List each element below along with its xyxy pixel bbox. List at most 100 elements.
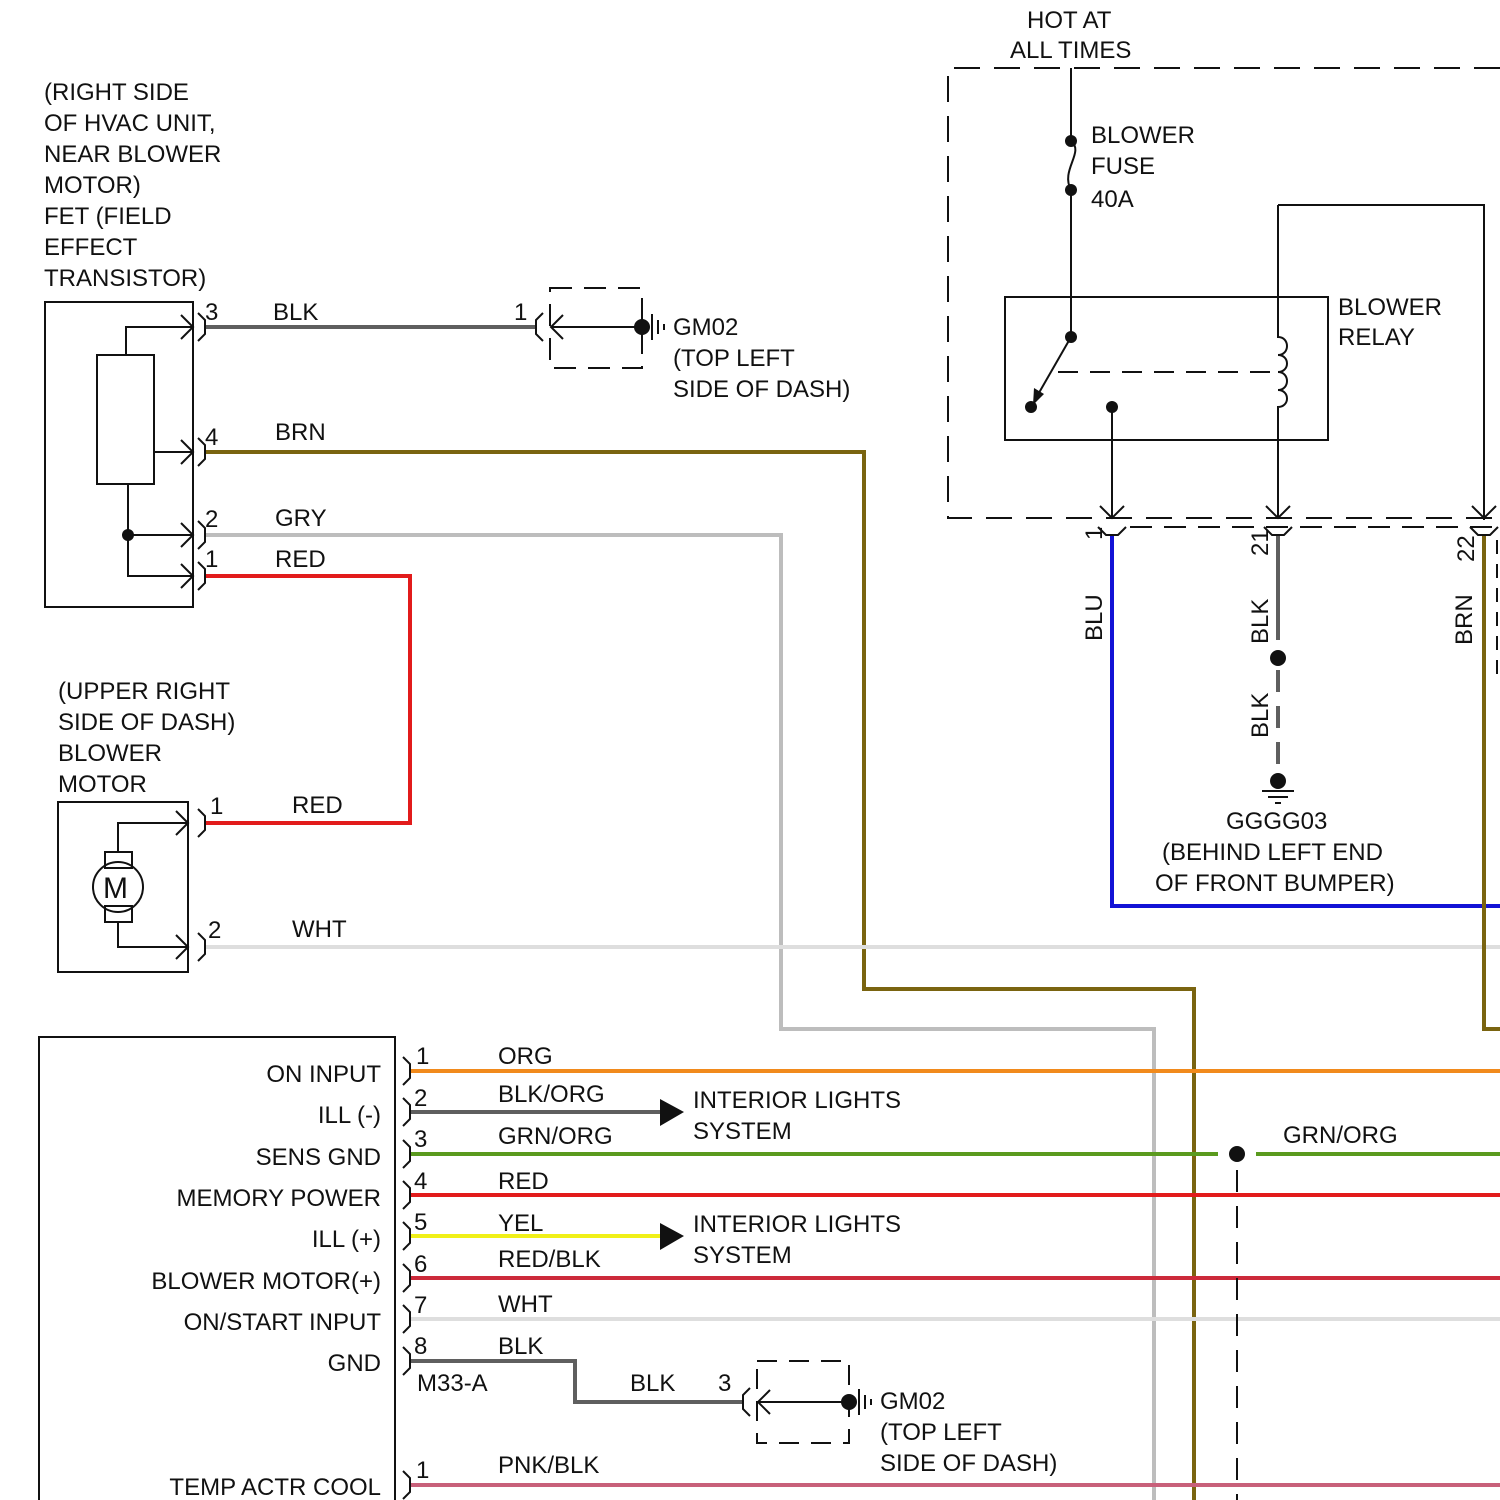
module-label-memory-power: MEMORY POWER (177, 1185, 381, 1212)
fet-pin-2: 2 (205, 506, 218, 533)
motor-internal-wiring (118, 823, 188, 947)
interior-lights-arrow-2-icon (660, 1223, 684, 1250)
splice-wire-label: GRN/ORG (1283, 1122, 1398, 1149)
fet-pin-1: 1 (205, 546, 218, 573)
module-pin-labels: ON INPUT ILL (-) SENS GND MEMORY POWER I… (151, 1061, 381, 1500)
module-wire-label-yel: YEL (498, 1210, 543, 1237)
motor-location-line-3: MOTOR (58, 771, 147, 798)
module-wire-label-blk-org: BLK/ORG (498, 1081, 605, 1108)
fuse-box-dashed-outline (948, 68, 1500, 518)
wire-fet-red[interactable] (205, 576, 410, 823)
relay-label-1: RELAY (1338, 324, 1415, 351)
relay-coil-icon (1278, 205, 1484, 520)
module-pin-2: 2 (414, 1085, 427, 1112)
module-pin-4: 4 (414, 1168, 427, 1195)
motor-pin-arrows (176, 811, 188, 959)
splice-dot (1229, 1146, 1245, 1162)
module-pin-1: 1 (416, 1043, 429, 1070)
relay-pin-22: 22 (1453, 535, 1480, 562)
motor-location-line-1: SIDE OF DASH) (58, 709, 235, 736)
motor-symbol: M (103, 872, 128, 905)
motor-location-line-2: BLOWER (58, 740, 162, 767)
module-pin-8: 8 (414, 1333, 427, 1360)
ground-top-location-0: (TOP LEFT (673, 345, 795, 372)
fet-wire-label-brn: BRN (275, 419, 326, 446)
ground-gm02-bottom[interactable]: BLK 3 GM02 (TOP LEFT SIDE OF DASH) (630, 1361, 1057, 1477)
ground-gm02-top[interactable]: 1 GM02 (TOP LEFT SIDE OF DASH) (514, 288, 850, 403)
fet-location-line-2: NEAR BLOWER (44, 141, 221, 168)
ground-front-name: GGGG03 (1226, 808, 1327, 835)
fuse-label-1: FUSE (1091, 153, 1155, 180)
ground-bottom-symbol-icon (859, 1389, 871, 1415)
ground-top-dot (634, 319, 650, 335)
relay-wire-label-blk: BLK (1247, 599, 1274, 644)
fet-wire-label-red: RED (275, 546, 326, 573)
module-connector-brackets (403, 1057, 410, 1499)
ground-bottom-bracket (743, 1388, 750, 1416)
fet-wire-label-blk: BLK (273, 299, 318, 326)
fet-pin-3: 3 (205, 299, 218, 326)
hot-at-label-1: ALL TIMES (1010, 37, 1131, 64)
ground-symbol-icon (652, 314, 664, 340)
relay-switch-arm (1036, 337, 1071, 398)
ground-front-symbol-icon (1262, 791, 1294, 803)
fet-internal-wiring (126, 327, 193, 576)
fet-component[interactable]: (RIGHT SIDE OF HVAC UNIT, NEAR BLOWER MO… (44, 79, 327, 607)
ground-top-bracket (536, 313, 543, 341)
module-wire-label-blk: BLK (498, 1333, 543, 1360)
module-wire-label-red-blk: RED/BLK (498, 1246, 601, 1273)
module-pin-7: 7 (414, 1292, 427, 1319)
wires (205, 327, 1500, 1500)
fet-location-line-3: MOTOR) (44, 172, 141, 199)
module-wire-label-red: RED (498, 1168, 549, 1195)
motor-wire-label-red: RED (292, 792, 343, 819)
wire-fet-brn[interactable] (205, 452, 1194, 1500)
relay-pin-1: 1 (1081, 527, 1108, 540)
module-pin-1b: 1 (416, 1457, 429, 1484)
ground-top-name: GM02 (673, 314, 738, 341)
wire-relay-brn[interactable] (1484, 535, 1500, 1029)
relay-pin-arrows (1100, 506, 1496, 518)
motor-pin-1: 1 (210, 793, 223, 820)
relay-pin-21: 21 (1247, 529, 1274, 556)
ground-bottom-location-1: SIDE OF DASH) (880, 1450, 1057, 1477)
ground-front-location-0: (BEHIND LEFT END (1162, 839, 1383, 866)
module-pin-6: 6 (414, 1251, 427, 1278)
module-label-on-start-input: ON/START INPUT (184, 1309, 382, 1336)
ground-top-location-1: SIDE OF DASH) (673, 376, 850, 403)
module-label-gnd: GND (328, 1350, 381, 1377)
fet-pin-4: 4 (205, 424, 218, 451)
fet-wire-label-gry: GRY (275, 505, 327, 532)
motor-wire-label-wht: WHT (292, 916, 347, 943)
interior-lights-1-line-1: SYSTEM (693, 1118, 792, 1145)
interior-lights-arrow-1-icon (660, 1099, 684, 1126)
fet-location-line-4: FET (FIELD (44, 203, 172, 230)
ground-gggg03[interactable]: BLK GGGG03 (BEHIND LEFT END OF FRONT BUM… (1155, 650, 1395, 897)
motor-connector-brackets (198, 809, 205, 961)
motor-location-line-0: (UPPER RIGHT (58, 678, 230, 705)
ground-front-splice-dot (1270, 650, 1286, 666)
relay-connector-brackets (1098, 527, 1498, 535)
module-wire-label-pnk-blk: PNK/BLK (498, 1452, 599, 1479)
fet-connector-brackets (198, 313, 205, 590)
module-wire-label-wht: WHT (498, 1291, 553, 1318)
fuse-label-2: 40A (1091, 186, 1134, 213)
module-pin-5: 5 (414, 1209, 427, 1236)
fet-junction-dot (122, 529, 134, 541)
fet-location-line-5: EFFECT (44, 234, 138, 261)
ground-bottom-wire: BLK (630, 1370, 675, 1397)
fet-location-line-0: (RIGHT SIDE (44, 79, 189, 106)
module-label-on-input: ON INPUT (266, 1061, 381, 1088)
fuse-relay-box[interactable]: HOT AT ALL TIMES BLOWER FUSE 40A BLOWER … (948, 7, 1500, 645)
interior-lights-2-line-0: INTERIOR LIGHTS (693, 1211, 901, 1238)
ground-front-wire-lower: BLK (1247, 693, 1274, 738)
fet-body (45, 302, 193, 607)
ground-top-pin: 1 (514, 299, 527, 326)
motor-brush-bottom (105, 906, 132, 922)
relay-wire-label-blu: BLU (1081, 594, 1108, 641)
ground-front-dot (1270, 773, 1286, 789)
interior-lights-1-line-0: INTERIOR LIGHTS (693, 1087, 901, 1114)
relay-label-0: BLOWER (1338, 294, 1442, 321)
